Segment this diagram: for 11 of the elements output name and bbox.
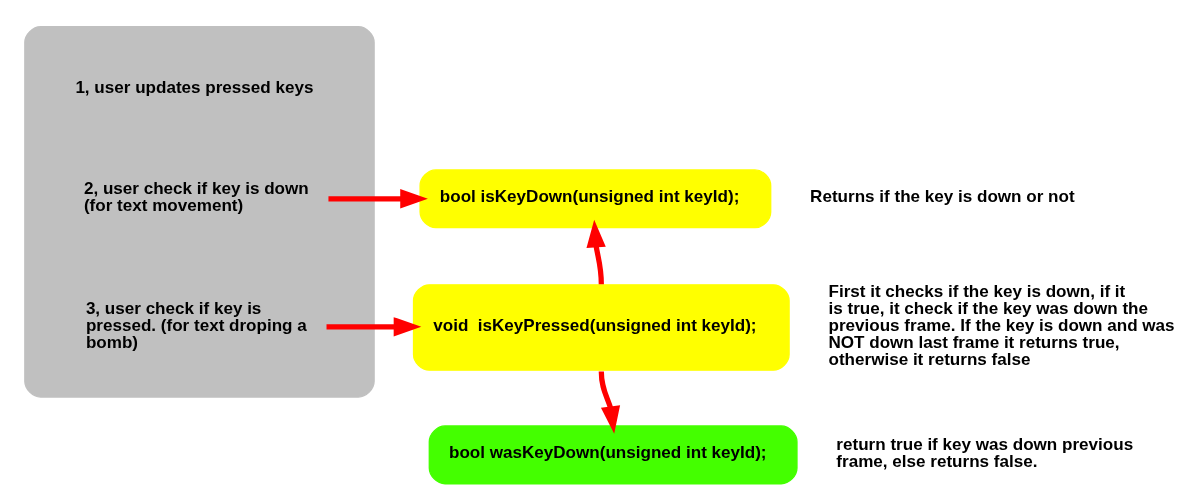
arrow bbox=[586, 219, 606, 285]
node-label: First it checks if the key is down, if it is true, it check if the key was down the previous frame. If the key is down and was NOT down last frame it returns true, otherwise it returns false bbox=[828, 282, 1175, 370]
arrow bbox=[328, 189, 428, 209]
cluster bbox=[24, 26, 375, 398]
arrow bbox=[326, 317, 422, 337]
node-label: return true if key was down previous frame, else returns false. bbox=[836, 435, 1134, 472]
arrow bbox=[598, 371, 621, 434]
node-label: Returns if the key is down or not bbox=[810, 186, 1075, 206]
node-text: 1, user updates pressed keys bbox=[75, 77, 314, 97]
node-text: 2, user check if key is down (for text movement) bbox=[83, 179, 309, 216]
node-text: 3, user check if key is pressed. (for text droping a bomb) bbox=[85, 298, 307, 352]
